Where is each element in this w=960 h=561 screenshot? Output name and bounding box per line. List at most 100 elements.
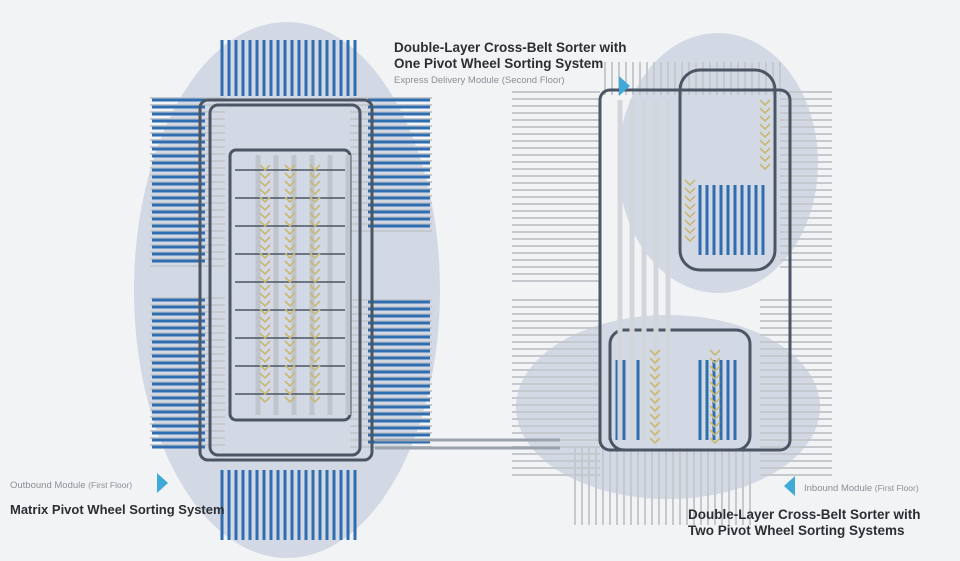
- pivot-wheel-chute: [284, 204, 296, 212]
- pivot-wheel-chute: [309, 172, 321, 180]
- dual-sorter-title-line2: Two Pivot Wheel Sorting Systems: [688, 523, 905, 538]
- outbound-zone: [134, 22, 440, 558]
- pivot-wheel-chute: [284, 300, 296, 308]
- conveyor-lanes: [150, 40, 832, 540]
- pivot-wheel-chute: [284, 180, 296, 188]
- pivot-wheel-chute: [259, 228, 271, 236]
- pivot-wheel-chute: [284, 332, 296, 340]
- top-sorter-title-line2: One Pivot Wheel Sorting System: [394, 56, 604, 71]
- pivot-wheel-chute: [709, 413, 721, 421]
- pivot-wheel-chute: [309, 204, 321, 212]
- pivot-wheel-chute: [649, 357, 661, 365]
- pivot-wheel-chute: [259, 196, 271, 204]
- pivot-wheel-chute: [309, 276, 321, 284]
- pivot-wheel-chute: [309, 220, 321, 228]
- pivot-wheel-chute: [309, 236, 321, 244]
- pivot-wheel-chute: [309, 268, 321, 276]
- pivot-wheel-chute: [684, 203, 696, 211]
- sorter-chutes: [259, 99, 771, 445]
- pivot-wheel-chute: [649, 429, 661, 437]
- pivot-wheel-chute: [284, 260, 296, 268]
- pivot-wheel-chute: [284, 276, 296, 284]
- pivot-wheel-chute: [684, 195, 696, 203]
- pivot-wheel-chute: [709, 373, 721, 381]
- inbound-module-label: Inbound Module (First Floor): [804, 483, 919, 494]
- pivot-wheel-chute: [259, 300, 271, 308]
- pivot-wheel-chute: [284, 308, 296, 316]
- inbound-module-name: Inbound Module: [804, 483, 873, 494]
- pivot-wheel-chute: [309, 388, 321, 396]
- outbound-module-floor: (First Floor): [88, 480, 133, 490]
- pivot-wheel-chute: [259, 204, 271, 212]
- sorter-loop: [208, 103, 362, 457]
- pivot-wheel-chute: [259, 396, 271, 404]
- sorter-loop: [678, 68, 777, 272]
- pivot-wheel-chute: [649, 413, 661, 421]
- pivot-wheel-chute: [259, 308, 271, 316]
- pivot-wheel-chute: [759, 115, 771, 123]
- pivot-wheel-chute: [309, 284, 321, 292]
- triangle-right-icon: [619, 76, 630, 96]
- pivot-wheel-chute: [284, 348, 296, 356]
- pivot-wheel-chute: [649, 373, 661, 381]
- pivot-wheel-chute: [649, 389, 661, 397]
- pivot-wheel-chute: [309, 180, 321, 188]
- pivot-wheel-chute: [259, 332, 271, 340]
- pivot-wheel-chute: [259, 268, 271, 276]
- pivot-wheel-chute: [649, 381, 661, 389]
- pivot-wheel-chute: [759, 155, 771, 163]
- pivot-wheel-chute: [259, 356, 271, 364]
- pivot-wheel-chute: [259, 188, 271, 196]
- pivot-wheel-chute: [259, 276, 271, 284]
- sorter-tracks: [198, 68, 792, 462]
- pivot-wheel-chute: [309, 332, 321, 340]
- pivot-wheel-chute: [259, 380, 271, 388]
- pivot-wheel-chute: [259, 372, 271, 380]
- pivot-wheel-chute: [259, 236, 271, 244]
- pivot-wheel-chute: [684, 235, 696, 243]
- pivot-wheel-chute: [759, 147, 771, 155]
- express-module-label: Express Delivery Module (Second Floor): [394, 75, 565, 86]
- top-sorter-title-line1: Double-Layer Cross-Belt Sorter with: [394, 40, 627, 55]
- pivot-wheel-chute: [259, 388, 271, 396]
- pivot-wheel-chute: [284, 236, 296, 244]
- pivot-wheel-chute: [309, 348, 321, 356]
- pivot-wheel-chute: [309, 324, 321, 332]
- pivot-wheel-chute: [259, 324, 271, 332]
- pivot-wheel-chute: [284, 292, 296, 300]
- pivot-wheel-chute: [284, 380, 296, 388]
- pivot-wheel-chute: [259, 284, 271, 292]
- pivot-wheel-chute: [309, 300, 321, 308]
- pivot-wheel-chute: [309, 260, 321, 268]
- pivot-wheel-chute: [709, 365, 721, 373]
- pivot-wheel-chute: [284, 340, 296, 348]
- pivot-wheel-chute: [709, 437, 721, 445]
- pivot-wheel-chute: [284, 324, 296, 332]
- dual-sorter-title: Double-Layer Cross-Belt Sorter with Two …: [688, 507, 921, 539]
- pivot-wheel-chute: [284, 228, 296, 236]
- pivot-wheel-chute: [649, 397, 661, 405]
- pivot-wheel-chute: [309, 228, 321, 236]
- pivot-wheel-chute: [309, 188, 321, 196]
- pivot-wheel-chute: [709, 397, 721, 405]
- pivot-wheel-chute: [309, 164, 321, 172]
- pivot-wheel-chute: [284, 164, 296, 172]
- pivot-wheel-chute: [284, 252, 296, 260]
- pivot-wheel-chute: [309, 340, 321, 348]
- pivot-wheel-chute: [649, 365, 661, 373]
- pivot-wheel-chute: [259, 348, 271, 356]
- pivot-wheel-chute: [709, 381, 721, 389]
- pivot-wheel-chute: [284, 396, 296, 404]
- triangle-left-icon: [784, 476, 795, 496]
- pivot-wheel-chute: [259, 252, 271, 260]
- pivot-wheel-chute: [259, 340, 271, 348]
- pivot-wheel-chute: [284, 316, 296, 324]
- triangle-right-icon: [157, 473, 168, 493]
- pivot-wheel-chute: [759, 139, 771, 147]
- pivot-wheel-chute: [684, 211, 696, 219]
- pivot-wheel-chute: [259, 172, 271, 180]
- pivot-wheel-chute: [284, 212, 296, 220]
- pivot-wheel-chute: [284, 220, 296, 228]
- pivot-wheel-chute: [259, 316, 271, 324]
